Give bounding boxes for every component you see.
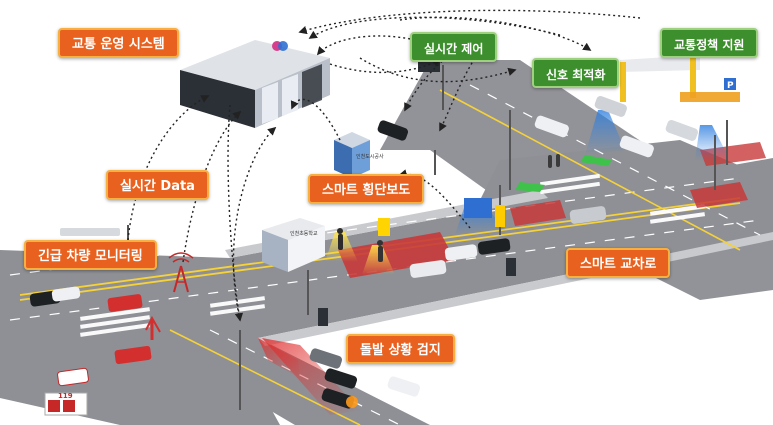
emergency-route-arrow: [145, 315, 161, 333]
vehicles: [29, 96, 698, 409]
label-realtime-control: 실시간 제어: [410, 32, 498, 62]
car: [665, 120, 698, 141]
car: [309, 348, 343, 369]
car: [324, 368, 358, 389]
label-signal-optimization: 신호 최적화: [532, 58, 620, 88]
label-traffic-policy-support: 교통정책 지원: [660, 28, 759, 58]
school-sign: 인천초등학교: [290, 230, 318, 237]
info-sign: [378, 218, 390, 236]
car: [377, 120, 409, 141]
car-incident: [321, 388, 355, 409]
data-flow-arrows: [127, 9, 641, 322]
car: [594, 96, 627, 117]
detector-cabinet: [318, 308, 328, 326]
label-realtime-data: 실시간 Data: [106, 170, 209, 200]
car: [477, 238, 511, 255]
display-board: [464, 198, 492, 218]
ambulance: [57, 367, 89, 387]
label-smart-intersection: 스마트 교차로: [566, 248, 671, 278]
parking-sign: P: [727, 81, 734, 91]
car: [619, 135, 654, 158]
smart-signal-panel: [495, 205, 505, 227]
fire-truck: [114, 345, 152, 365]
car: [409, 260, 447, 278]
label-smart-crosswalk: 스마트 횡단보도: [308, 174, 425, 204]
fire-station-sign: 119: [58, 392, 73, 400]
school-building: 인천초등학교: [262, 218, 325, 272]
detector-cabinet: [506, 258, 516, 276]
traffic-operation-center-building: [180, 40, 330, 128]
office-sign: 인천도시공사: [356, 153, 384, 160]
fire-truck: [107, 294, 143, 312]
parking-gate: P: [620, 55, 740, 102]
label-traffic-operation-system: 교통 운영 시스템: [58, 28, 179, 58]
cctv-camera: [60, 228, 120, 236]
car: [387, 376, 421, 397]
label-emergency-vehicle-monitoring: 긴급 차량 모니터링: [24, 240, 157, 270]
city-office-building: 인천도시공사: [334, 132, 384, 178]
label-sudden-situation-detection: 돌발 상황 검지: [346, 334, 455, 364]
car: [569, 206, 607, 224]
radio-tower-icon: [168, 252, 194, 293]
car: [51, 286, 81, 302]
pedestrians: [337, 154, 560, 262]
car: [534, 115, 569, 138]
car: [444, 244, 478, 261]
fire-station-building: 119: [44, 392, 88, 416]
